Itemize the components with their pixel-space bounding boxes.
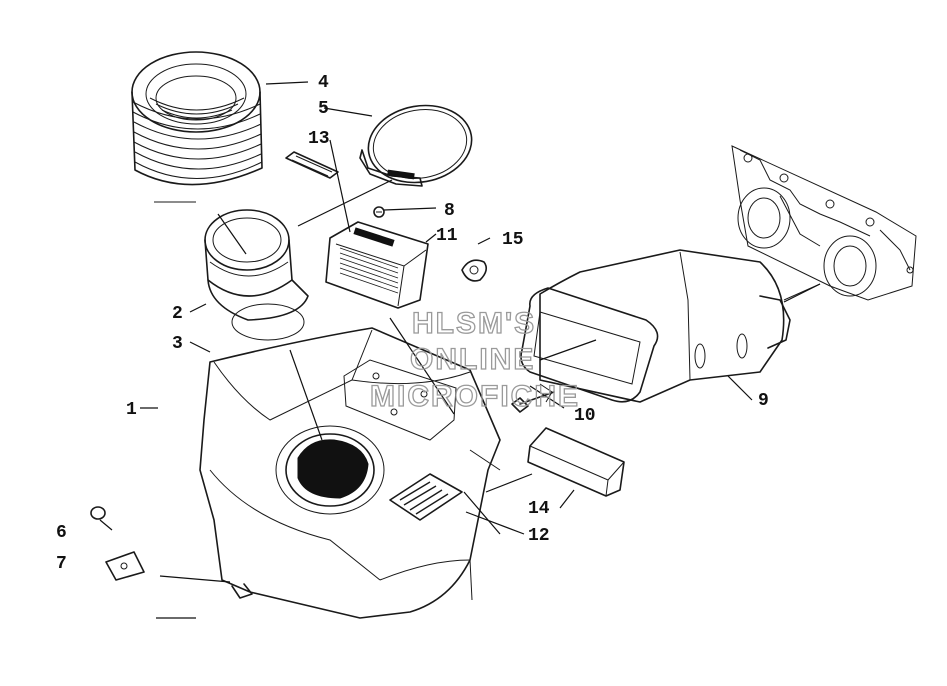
callout-9[interactable]: 9 — [758, 391, 769, 411]
callout-15[interactable]: 15 — [502, 230, 524, 250]
part-8-screw[interactable] — [373, 206, 385, 218]
callout-8[interactable]: 8 — [444, 201, 455, 221]
callout-13[interactable]: 13 — [308, 129, 330, 149]
part-15-clip[interactable] — [461, 259, 488, 282]
leader-lines — [99, 81, 821, 619]
callout-11[interactable]: 11 — [436, 226, 458, 246]
callout-10[interactable]: 10 — [574, 406, 596, 426]
callout-1[interactable]: 1 — [126, 400, 137, 420]
part-14-foam-block[interactable] — [527, 427, 625, 497]
watermark: HLSM'S ONLINE MICROFICHE — [369, 306, 580, 413]
part-11-filter-block[interactable] — [325, 221, 429, 309]
part-4-bellows-boot[interactable] — [131, 51, 263, 203]
part-2-intake-adapter[interactable] — [204, 209, 309, 341]
part-1-airbox-housing[interactable] — [199, 327, 501, 619]
watermark-line-3: MICROFICHE — [370, 380, 580, 413]
part-5-hose-clamp[interactable] — [359, 98, 478, 191]
watermark-line-1: HLSM'S — [412, 307, 536, 340]
part-13-bracket[interactable] — [285, 151, 339, 179]
part-7-mount-bracket[interactable] — [105, 551, 145, 581]
callout-3[interactable]: 3 — [172, 334, 183, 354]
callout-2[interactable]: 2 — [172, 304, 183, 324]
callout-7[interactable]: 7 — [56, 554, 67, 574]
callout-12[interactable]: 12 — [528, 526, 550, 546]
watermark-line-2: ONLINE — [410, 343, 535, 376]
callout-6[interactable]: 6 — [56, 523, 67, 543]
callout-labels: 4 5 13 8 11 15 2 3 1 10 9 14 12 6 7 — [56, 73, 769, 574]
part-9-intake-duct[interactable] — [520, 249, 791, 403]
callout-5[interactable]: 5 — [318, 99, 329, 119]
callout-4[interactable]: 4 — [318, 73, 329, 93]
part-10-bolt[interactable] — [511, 383, 555, 413]
carburetor-assembly — [731, 145, 917, 301]
part-12-decal[interactable] — [389, 473, 463, 521]
callout-14[interactable]: 14 — [528, 499, 550, 519]
part-6-plug[interactable] — [90, 506, 106, 520]
